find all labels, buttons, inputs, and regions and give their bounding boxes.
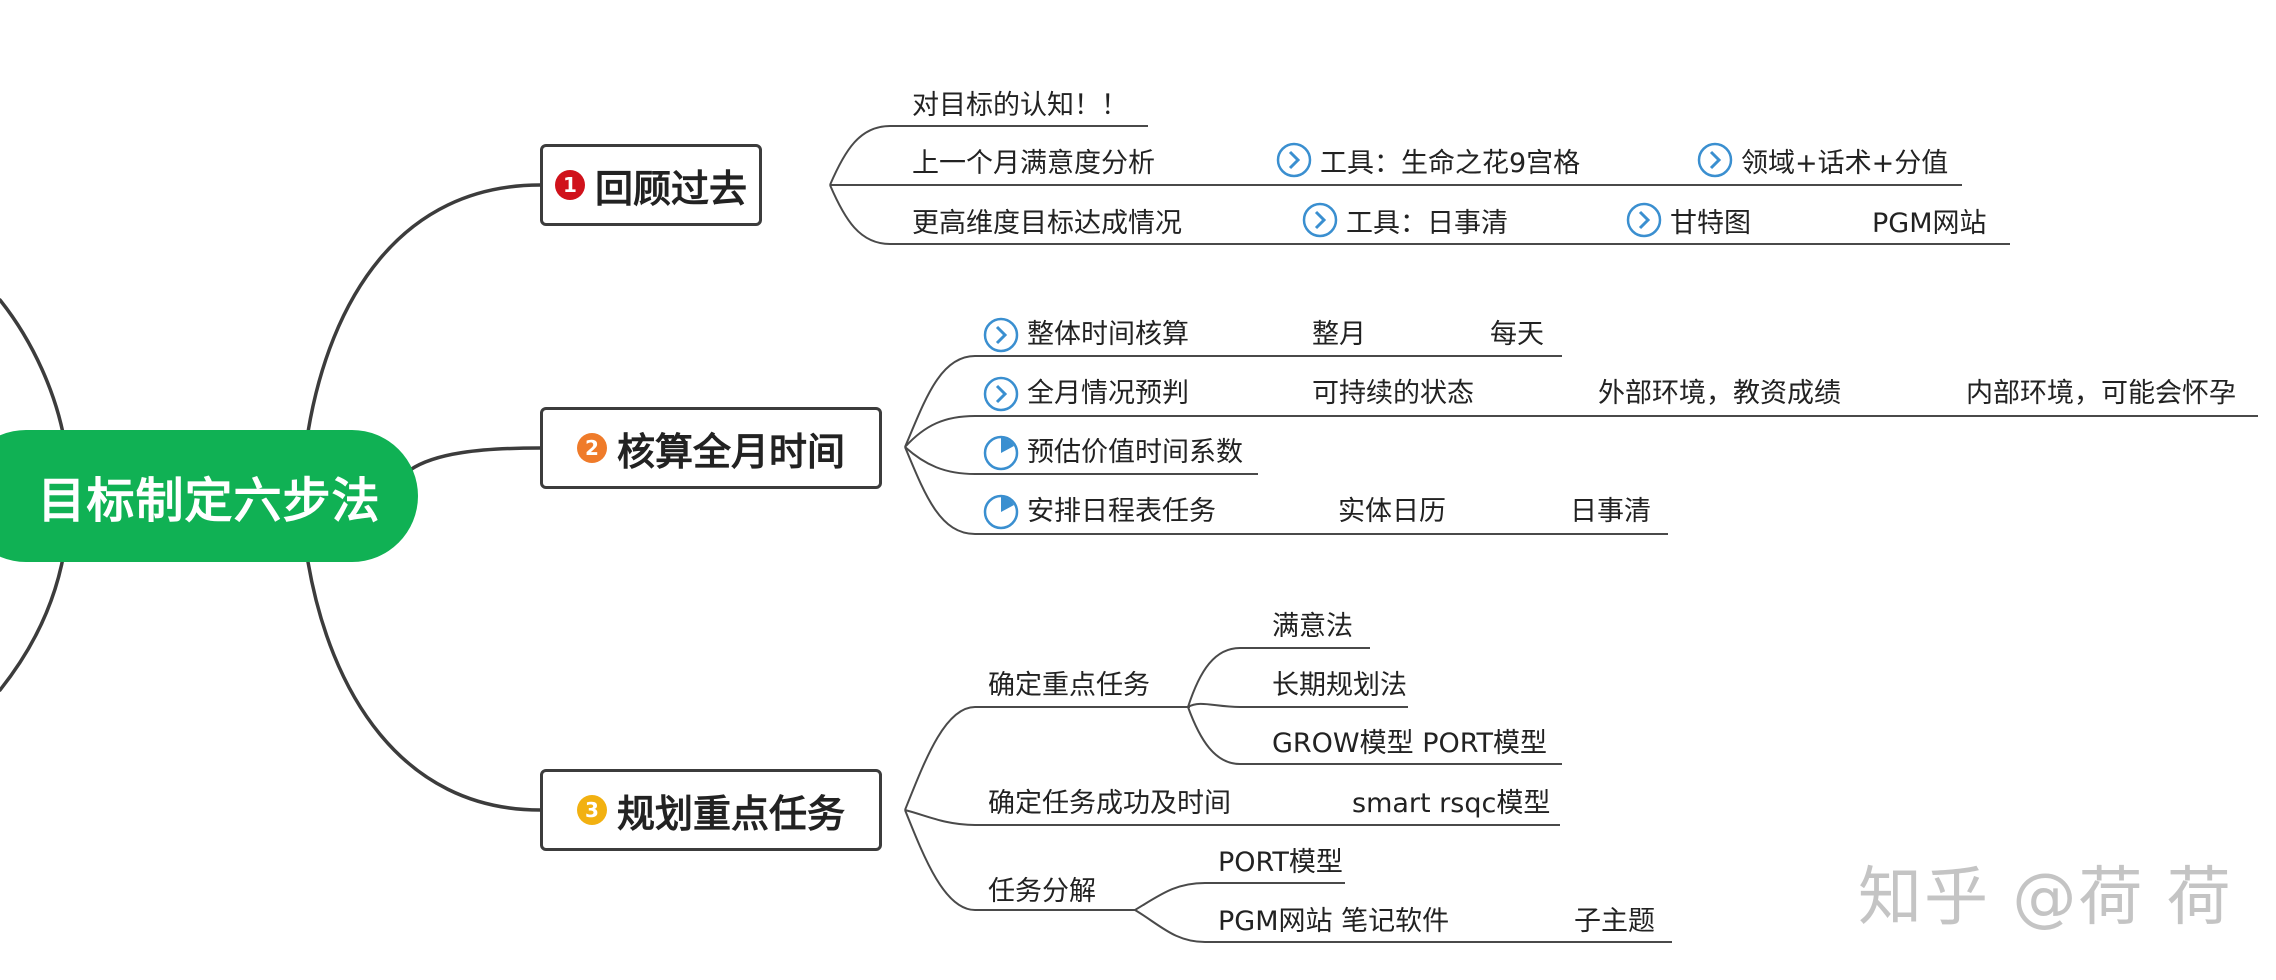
- note-label: 整月: [1312, 319, 1366, 350]
- line-b3-c1: [1187, 647, 1370, 708]
- line-b2-i1: [904, 355, 1562, 448]
- connector-branch-1: [306, 183, 542, 434]
- progress-pie-icon: [983, 494, 1019, 530]
- root-connector-bottom: [0, 538, 68, 692]
- subtopic[interactable]: 全月情况预判: [1027, 378, 1189, 409]
- number-1-icon: 1: [554, 170, 585, 200]
- root-topic[interactable]: 目标制定六步法: [0, 430, 418, 562]
- line-b3-i2: [904, 809, 1560, 826]
- sub-subtopic[interactable]: 子主题: [1574, 906, 1655, 937]
- chevron-right-icon: [983, 317, 1019, 353]
- subtopic[interactable]: 确定任务成功及时间: [988, 788, 1231, 819]
- sub-subtopic[interactable]: PORT模型: [1218, 847, 1343, 878]
- subtopic[interactable]: 更高维度目标达成情况: [912, 208, 1182, 239]
- line-b2-i3: [904, 446, 1258, 475]
- line-b3-i1: [904, 706, 1190, 811]
- topic-label: 规划重点任务: [616, 791, 845, 836]
- topic-calc-month-time[interactable]: 2 核算全月时间: [540, 407, 882, 489]
- note-label: 甘特图: [1670, 208, 1751, 239]
- chevron-right-icon: [1626, 202, 1662, 238]
- root-connector-top: [0, 298, 68, 452]
- subtopic[interactable]: 上一个月满意度分析: [912, 148, 1155, 179]
- watermark: 知乎 @荷 荷: [1858, 861, 2233, 935]
- line-b3-c3: [1187, 706, 1562, 765]
- note-label: 外部环境，教资成绩: [1598, 378, 1841, 409]
- progress-pie-icon: [983, 435, 1019, 471]
- note-label: PGM网站: [1872, 208, 1987, 239]
- number-3-icon: 3: [576, 795, 607, 825]
- sub-subtopic[interactable]: 长期规划法: [1272, 670, 1407, 701]
- subtopic[interactable]: 安排日程表任务: [1027, 496, 1216, 527]
- note-label: 工具：日事清: [1346, 208, 1508, 239]
- note-label: 领域+话术+分值: [1741, 148, 1949, 179]
- note-label: 日事清: [1570, 496, 1651, 527]
- topic-review-past[interactable]: 1 回顾过去: [540, 144, 762, 226]
- chevron-right-icon: [1276, 142, 1312, 178]
- line-b3-c5: [1134, 909, 1672, 943]
- line-b2-i4: [904, 446, 1668, 535]
- line-b1-i3: [829, 184, 2010, 245]
- subtopic[interactable]: 确定重点任务: [988, 670, 1150, 701]
- chevron-right-icon: [1302, 202, 1338, 238]
- note-label: 实体日历: [1338, 496, 1446, 527]
- chevron-right-icon: [983, 376, 1019, 412]
- subtopic[interactable]: 整体时间核算: [1027, 319, 1189, 350]
- note-label: 可持续的状态: [1312, 378, 1474, 409]
- note-label: 内部环境，可能会怀孕: [1966, 378, 2236, 409]
- topic-label: 核算全月时间: [616, 429, 845, 474]
- sub-subtopic[interactable]: PGM网站 笔记软件: [1218, 906, 1450, 937]
- line-b2-i2: [904, 415, 2258, 448]
- root-topic-label: 目标制定六步法: [37, 473, 381, 529]
- subtopic[interactable]: 预估价值时间系数: [1027, 437, 1243, 468]
- chevron-right-icon: [1697, 142, 1733, 178]
- line-b3-i3: [904, 809, 1135, 911]
- note-label: 工具：生命之花9宫格: [1320, 148, 1581, 179]
- topic-label: 回顾过去: [594, 166, 747, 211]
- note-label: smart rsqc模型: [1352, 788, 1551, 819]
- sub-subtopic[interactable]: GROW模型 PORT模型: [1272, 728, 1548, 759]
- line-b1-i1: [829, 125, 1148, 186]
- connector-branch-3: [306, 560, 542, 812]
- line-b3-c4: [1134, 882, 1345, 911]
- subtopic[interactable]: 任务分解: [988, 876, 1096, 907]
- number-2-icon: 2: [576, 433, 607, 463]
- line-b3-c2: [1187, 702, 1408, 708]
- subtopic[interactable]: 对目标的认知！！: [912, 90, 1128, 121]
- connector-branch-2: [408, 446, 542, 472]
- topic-plan-key-tasks[interactable]: 3 规划重点任务: [540, 769, 882, 851]
- sub-subtopic[interactable]: 满意法: [1272, 611, 1353, 642]
- note-label: 每天: [1490, 319, 1544, 350]
